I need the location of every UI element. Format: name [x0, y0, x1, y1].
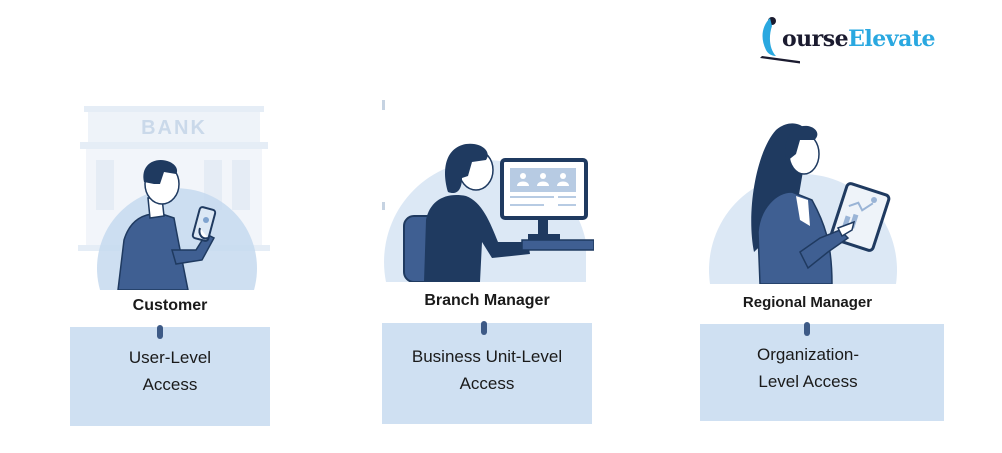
access-box-business-unit-level: Business Unit-Level Access [382, 323, 592, 424]
connector-dot [157, 325, 163, 339]
regional-manager-illustration [700, 92, 944, 285]
svg-text:BANK: BANK [141, 117, 207, 139]
role-label-regional-manager: Regional Manager [742, 294, 873, 311]
access-text-line1: Business Unit-Level [411, 347, 563, 366]
access-box-user-level: User-Level Access [70, 327, 270, 426]
role-label-branch-manager: Branch Manager [424, 292, 550, 309]
role-label-customer: Customer [132, 297, 208, 314]
connector-dot [481, 321, 487, 335]
logo-text-elevate: Elevate [848, 26, 935, 52]
access-box-organization-level: Organization- Level Access [700, 324, 944, 421]
branch-manager-illustration [382, 92, 595, 283]
access-text-line2: Access [142, 375, 198, 394]
courseelevate-logo: ourseElevate [760, 14, 960, 64]
connector-dot [804, 322, 810, 336]
access-text-line2: Level Access [758, 372, 858, 391]
customer-illustration: BANK [78, 100, 270, 291]
access-text-line1: User-Level [128, 348, 212, 367]
logo-wordmark: ourseElevate [782, 26, 935, 52]
access-text-line1: Organization- [756, 345, 860, 364]
access-text-line2: Access [459, 374, 515, 393]
logo-text-ourse: ourse [782, 26, 849, 52]
logo-figure-icon [760, 17, 800, 64]
